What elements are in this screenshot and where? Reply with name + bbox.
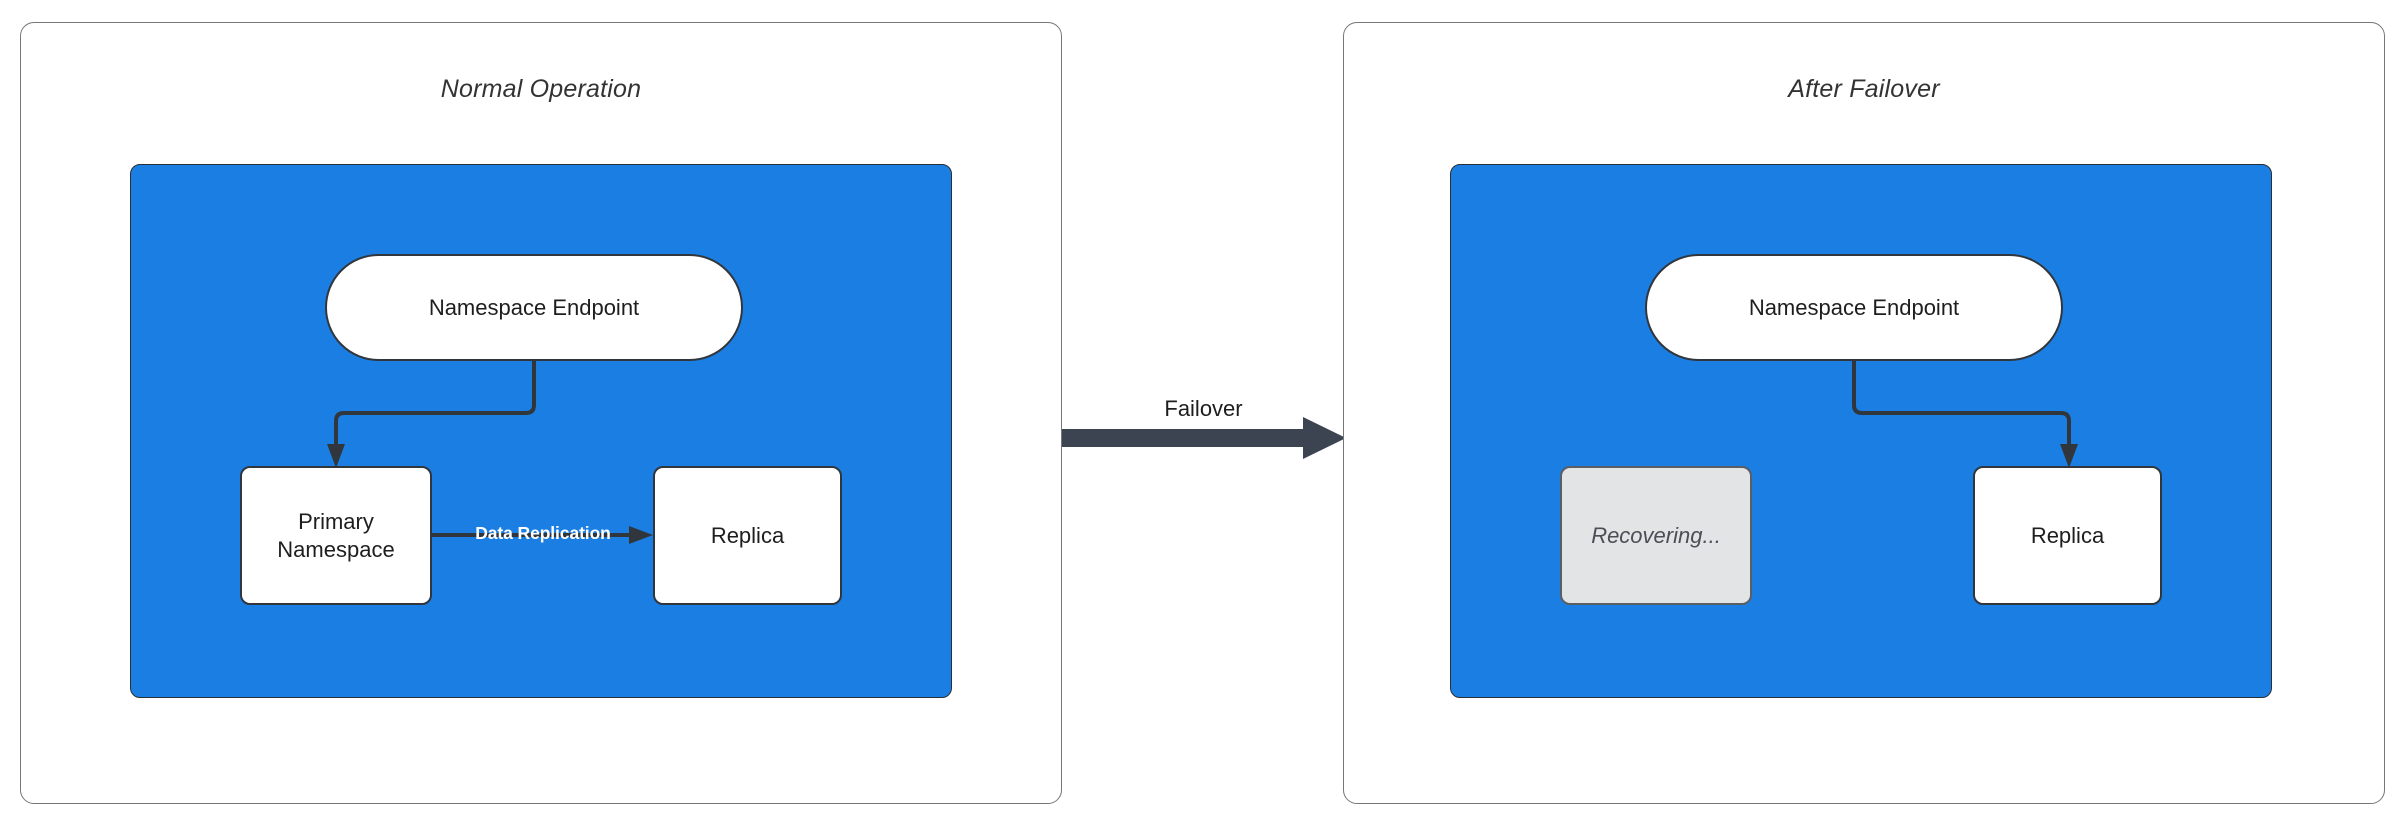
node-replica-right[interactable]: Replica <box>1973 466 2162 605</box>
node-recovering[interactable]: Recovering... <box>1560 466 1752 605</box>
node-label: Namespace Endpoint <box>1748 294 1960 320</box>
edge-label-data-replication: Data Replication <box>475 523 611 543</box>
node-label-line2: Namespace <box>277 536 395 562</box>
failover-arrow-shape <box>1062 417 1346 459</box>
node-namespace-endpoint-left[interactable]: Namespace Endpoint <box>325 254 743 361</box>
node-replica-left[interactable]: Replica <box>653 466 842 605</box>
transition-label-failover: Failover <box>1164 396 1243 421</box>
region-normal-operation <box>130 164 952 698</box>
region-after-failover <box>1450 164 2272 698</box>
node-label: Replica <box>2030 522 2105 548</box>
node-namespace-endpoint-right[interactable]: Namespace Endpoint <box>1645 254 2063 361</box>
failover-arrow-icon <box>1062 417 1346 459</box>
panel-title-normal-operation: Normal Operation <box>440 75 642 103</box>
node-label: Recovering... <box>1591 522 1721 548</box>
node-label: Replica <box>710 522 785 548</box>
node-label: Namespace Endpoint <box>428 294 640 320</box>
node-label-line1: Primary <box>298 509 374 535</box>
panel-title-after-failover: After Failover <box>1788 75 1940 103</box>
